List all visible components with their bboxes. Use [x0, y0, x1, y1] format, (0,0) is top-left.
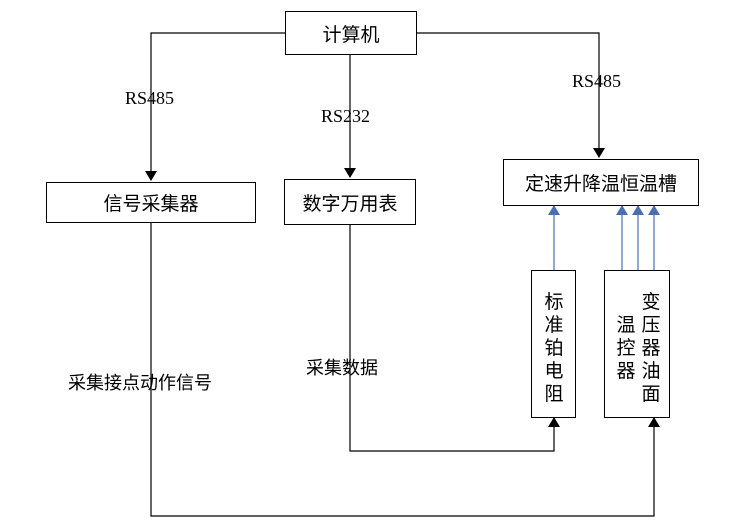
- rs485-left-label: RS485: [125, 88, 175, 108]
- thermostat-label-col1: 变压器油面: [641, 291, 661, 405]
- platinum-resistor-node: 标准铂电阻: [531, 270, 576, 418]
- thermostat-label-col2: 温控器: [616, 314, 636, 382]
- edge-computer-to-bath: [417, 32, 605, 158]
- edge-multimeter-to-resistor: [349, 225, 560, 452]
- platinum-resistor-label: 标准铂电阻: [544, 291, 564, 405]
- rs485-right-label: RS485: [572, 71, 622, 91]
- edge-collector-to-thermostat: [150, 223, 660, 517]
- transformer-oil-thermostat-node: 变压器油面 温控器: [604, 270, 670, 418]
- computer-label: 计算机: [322, 23, 380, 46]
- signal-collector-node: 信号采集器: [46, 182, 256, 223]
- multimeter-node: 数字万用表: [284, 179, 416, 225]
- computer-node: 计算机: [285, 11, 417, 55]
- signal-collector-label: 信号采集器: [103, 193, 199, 215]
- rs232-label: RS232: [321, 106, 371, 126]
- bath-label: 定速升降温恒温槽: [524, 173, 677, 195]
- collect-data-label: 采集数据: [306, 358, 378, 379]
- multimeter-label: 数字万用表: [302, 192, 398, 215]
- collect-contact-signal-label: 采集接点动作信号: [68, 373, 212, 394]
- bath-node: 定速升降温恒温槽: [503, 159, 699, 206]
- edge-computer-to-collector: [145, 32, 285, 181]
